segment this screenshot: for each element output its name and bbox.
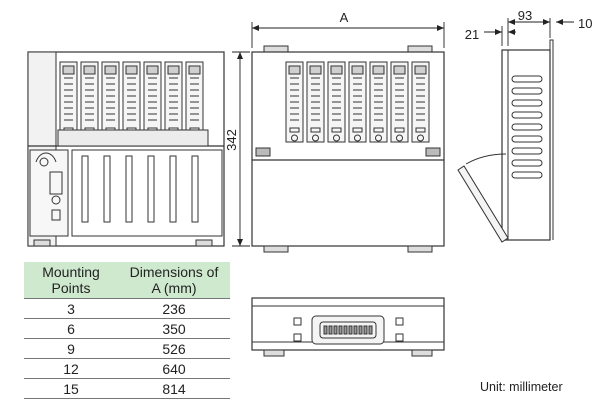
pin — [353, 325, 358, 335]
breaker-module — [143, 61, 162, 143]
vent-slot — [511, 111, 543, 119]
header-mounting-points: Mounting Points — [24, 262, 118, 299]
module-row-front — [285, 61, 430, 143]
vent-slots — [511, 75, 543, 179]
pin — [343, 325, 348, 335]
terminal-slot — [103, 155, 111, 223]
bottom-view — [251, 297, 445, 357]
pin — [358, 325, 363, 335]
vent-slot — [511, 75, 543, 83]
breaker-module — [369, 61, 388, 143]
width-dimension — [251, 22, 445, 48]
breaker-module — [164, 61, 183, 143]
terminal-slot — [81, 155, 89, 223]
depth-label: 93 — [518, 8, 532, 23]
side-view — [457, 39, 554, 243]
unit-label: Unit: millimeter — [480, 380, 563, 394]
vent-slot — [511, 147, 543, 155]
terminal-slot — [191, 155, 199, 223]
breaker-module — [390, 61, 409, 143]
depth-dimension — [484, 18, 574, 46]
rear-offset-label: 10 — [578, 16, 592, 31]
breaker-module — [59, 61, 78, 143]
terminal-slot — [169, 155, 177, 223]
pin — [323, 325, 328, 335]
vent-slot — [511, 135, 543, 143]
pin — [363, 325, 368, 335]
height-label: 342 — [224, 129, 239, 151]
vent-slot — [511, 87, 543, 95]
pin — [333, 325, 338, 335]
terminal-slot — [147, 155, 155, 223]
width-label: A — [340, 10, 349, 25]
module-row-left — [59, 61, 204, 143]
header-dimensions: Dimensions of A (mm) — [118, 262, 230, 299]
front-cover-view — [251, 45, 445, 253]
vent-slot — [511, 171, 543, 179]
breaker-module — [285, 61, 304, 143]
breaker-module — [306, 61, 325, 143]
open-enclosure-view — [27, 51, 225, 247]
terminal-slot — [125, 155, 133, 223]
breaker-module — [348, 61, 367, 143]
pin — [368, 325, 373, 335]
pin — [348, 325, 353, 335]
height-dimension — [232, 51, 250, 247]
front-offset-label: 21 — [465, 27, 479, 42]
connector-pins — [323, 325, 373, 335]
breaker-module — [327, 61, 346, 143]
vent-slot — [511, 159, 543, 167]
breaker-module — [411, 61, 430, 143]
vent-slot — [511, 99, 543, 107]
vent-slot — [511, 123, 543, 131]
pin — [338, 325, 343, 335]
terminal-slots — [81, 155, 199, 223]
pin — [328, 325, 333, 335]
